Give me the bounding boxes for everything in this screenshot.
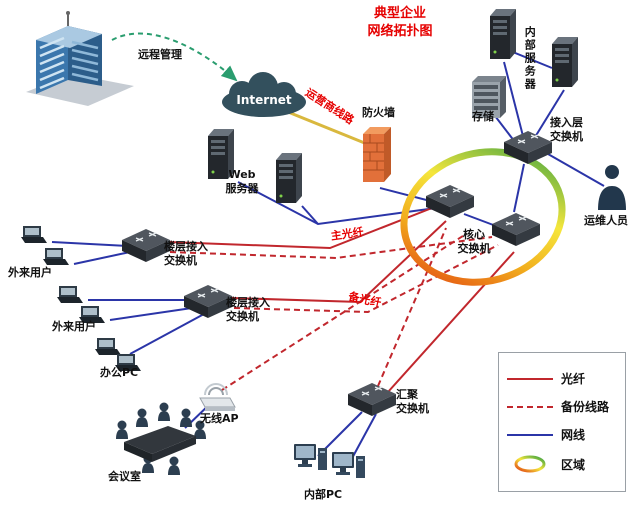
desktop-pc-icon (328, 450, 368, 486)
ethernet-lines (51, 49, 605, 463)
office-pc-label: 办公PC (100, 366, 139, 379)
zone-ring-sample (507, 454, 553, 474)
diagram-title-line2: 网络拓扑图 (367, 23, 433, 39)
internal-pc-label: 内部PC (304, 488, 343, 501)
remote-management-label: 远程管理 (138, 48, 182, 61)
firewall-label: 防火墙 (362, 106, 395, 119)
web-server-label-line2: 服务器 (225, 182, 259, 196)
legend-item-fiber: 光纤 (507, 370, 617, 387)
legend-item-zone: 区域 (507, 454, 617, 474)
meeting-room-icon (108, 398, 208, 478)
floor-switch2-label: 楼层接入 交换机 (226, 296, 270, 325)
diagram-title: 典型企业 网络拓扑图 (350, 5, 450, 40)
legend-label-zone: 区域 (561, 457, 586, 472)
core-zone-ring (400, 148, 566, 286)
aggregation-switch-label-line1: 汇聚 (396, 388, 418, 401)
legend-label-fiber: 光纤 (561, 372, 586, 386)
internet-cloud: Internet (218, 70, 310, 120)
building-icon (16, 6, 136, 110)
core-switch-icon (488, 208, 544, 248)
floor-switch2-label-line1: 楼层接入 (226, 296, 270, 309)
fiber-line-sample (507, 377, 553, 380)
floor-switch2-label-line2: 交换机 (226, 310, 259, 324)
firewall-icon (358, 122, 396, 188)
aggregation-switch-icon (344, 378, 400, 418)
internal-server-icon (484, 4, 520, 62)
laptop-icon (18, 224, 50, 248)
diagram-title-line1: 典型企业 (373, 6, 426, 21)
core-switch-label-line2: 交换机 (457, 242, 491, 256)
legend-label-backup: 备份线路 (561, 400, 610, 414)
laptop-icon (112, 352, 144, 376)
backup-fiber-lines (169, 227, 499, 391)
web-server-icon (270, 148, 306, 206)
wireless-ap-label: 无线AP (200, 412, 239, 425)
legend: 光纤 备份线路 网线 (498, 352, 626, 492)
internal-server-icon (546, 32, 582, 90)
laptop-icon (40, 246, 72, 270)
meeting-room-label: 会议室 (108, 470, 141, 483)
legend-label-ethernet: 网线 (561, 428, 586, 442)
aggregation-switch-label-line2: 交换机 (396, 402, 429, 416)
core-switch-label-line1: 核心 (463, 228, 485, 241)
operator-label: 运维人员 (584, 214, 628, 227)
desktop-pc-icon (290, 442, 330, 478)
storage-label: 存储 (472, 110, 494, 123)
access-switch-label-line2: 交换机 (550, 130, 583, 144)
internet-label: Internet (236, 93, 291, 107)
carrier-link-line (287, 110, 373, 148)
external-users1-label: 外来用户 (8, 266, 52, 279)
backup-line-sample (507, 405, 553, 408)
operator-person-icon (592, 162, 632, 214)
web-server-icon (202, 124, 238, 182)
web-server-label-line1: Web (228, 168, 256, 181)
access-switch-label: 接入层 交换机 (550, 116, 583, 145)
wireless-ap-icon (194, 382, 238, 414)
laptop-icon (54, 284, 86, 308)
laptop-icon (92, 336, 124, 360)
access-layer-switch-icon (500, 126, 556, 166)
core-switch-label: 核心 交换机 (446, 228, 502, 257)
web-server-label: Web 服务器 (214, 168, 270, 197)
core-switch-icon (422, 180, 478, 220)
access-switch-label-line1: 接入层 (550, 116, 583, 129)
legend-item-ethernet: 网线 (507, 426, 617, 443)
floor-switch1-label-line2: 交换机 (164, 254, 197, 268)
floor-access-switch-icon (118, 224, 174, 264)
storage-icon (466, 72, 510, 120)
floor-access-switch-icon (180, 280, 236, 320)
remote-management-link (111, 32, 238, 82)
external-users2-label: 外来用户 (52, 320, 96, 333)
laptop-icon (76, 304, 108, 328)
legend-item-backup: 备份线路 (507, 398, 617, 415)
ethernet-line-sample (507, 433, 553, 436)
floor-switch1-label-line1: 楼层接入 (164, 240, 208, 253)
aggregation-switch-label: 汇聚 交换机 (396, 388, 429, 417)
floor-switch1-label: 楼层接入 交换机 (164, 240, 208, 269)
internal-servers-label: 内部服务器 (523, 26, 537, 91)
